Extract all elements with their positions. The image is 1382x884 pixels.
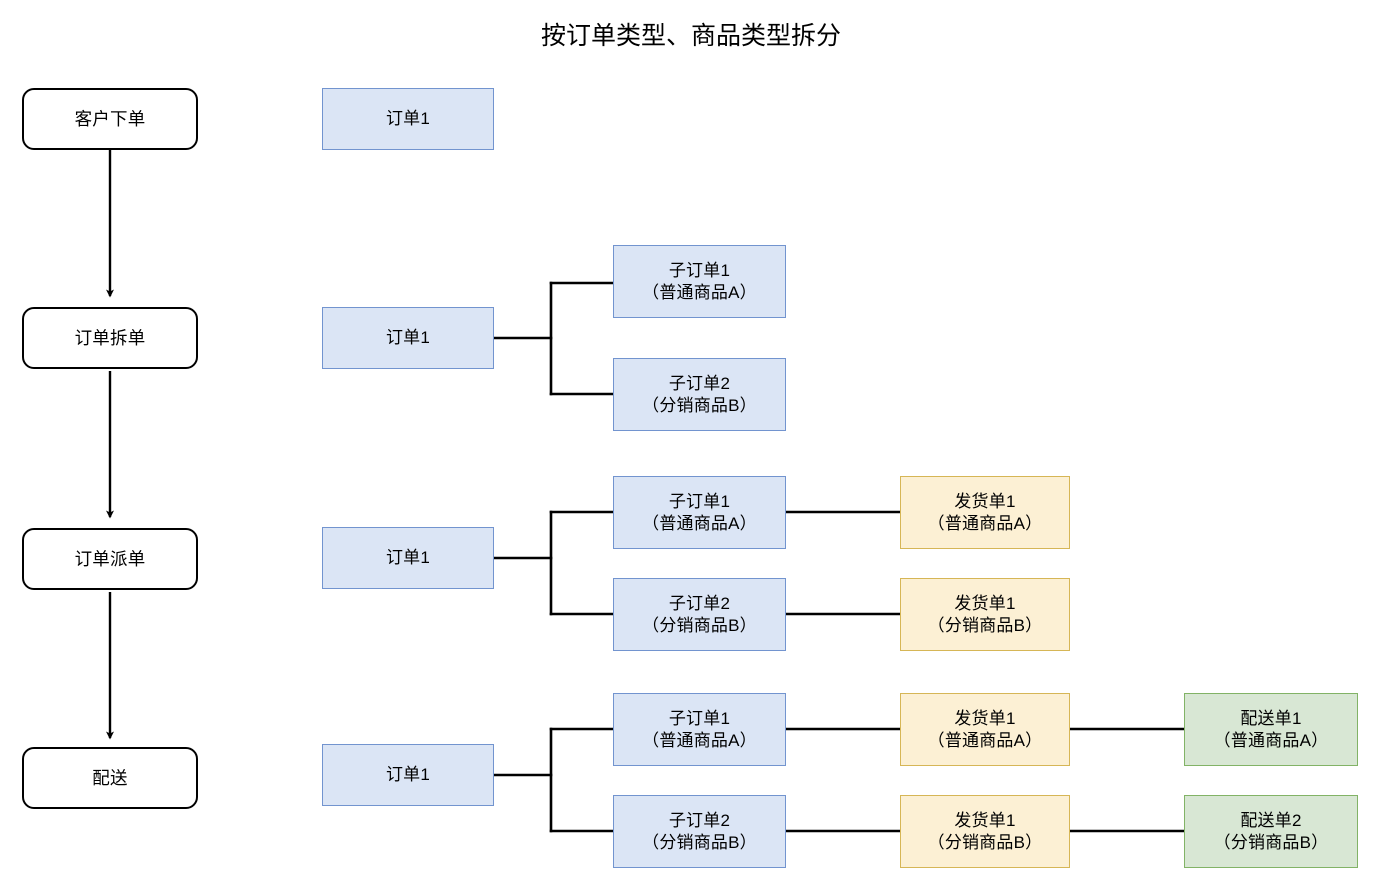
sub-order-subtitle: （普通商品A）: [642, 282, 757, 302]
delivery-subtitle: （分销商品B）: [1213, 832, 1329, 852]
sub-order-title: 子订单2: [668, 593, 731, 613]
order-node-row3[interactable]: 订单1: [322, 527, 494, 589]
stage-node-order-split[interactable]: 订单拆单: [22, 307, 198, 369]
shipment-title: 发货单1: [954, 491, 1016, 511]
order-label: 订单1: [385, 328, 431, 348]
order-node-row1[interactable]: 订单1: [322, 88, 494, 150]
page-title: 按订单类型、商品类型拆分: [540, 22, 841, 50]
sub-order-node-row4-2[interactable]: 子订单2 （分销商品B）: [613, 795, 786, 868]
sub-order-title: 子订单2: [668, 810, 731, 830]
sub-order-title: 子订单1: [668, 260, 731, 280]
shipment-title: 发货单1: [954, 810, 1016, 830]
connector-row2: [492, 281, 615, 396]
order-label: 订单1: [385, 109, 431, 129]
order-label: 订单1: [385, 548, 431, 568]
delivery-title: 配送单1: [1240, 708, 1302, 728]
sub-order-title: 子订单2: [668, 373, 731, 393]
sub-order-node-row3-1[interactable]: 子订单1 （普通商品A）: [613, 476, 786, 549]
stage-label: 客户下单: [74, 108, 146, 129]
stage-label: 订单拆单: [74, 327, 146, 348]
sub-order-subtitle: （分销商品B）: [642, 395, 757, 415]
shipment-subtitle: （普通商品A）: [927, 513, 1043, 533]
stage-node-delivery[interactable]: 配送: [22, 747, 198, 809]
shipment-node-row4-2[interactable]: 发货单1 （分销商品B）: [900, 795, 1070, 868]
sub-order-node-row3-2[interactable]: 子订单2 （分销商品B）: [613, 578, 786, 651]
shipment-node-row4-1[interactable]: 发货单1 （普通商品A）: [900, 693, 1070, 766]
stage-node-order-dispatch[interactable]: 订单派单: [22, 528, 198, 590]
shipment-title: 发货单1: [954, 593, 1016, 613]
delivery-subtitle: （普通商品A）: [1213, 730, 1329, 750]
sub-order-subtitle: （普通商品A）: [642, 730, 757, 750]
delivery-node-row4-2[interactable]: 配送单2 （分销商品B）: [1184, 795, 1358, 868]
shipment-subtitle: （分销商品B）: [927, 615, 1043, 635]
sub-order-node-row2-1[interactable]: 子订单1 （普通商品A）: [613, 245, 786, 318]
shipment-title: 发货单1: [954, 708, 1016, 728]
stage-node-customer-order[interactable]: 客户下单: [22, 88, 198, 150]
delivery-title: 配送单2: [1240, 810, 1302, 830]
shipment-subtitle: （分销商品B）: [927, 832, 1043, 852]
sub-order-subtitle: （分销商品B）: [642, 832, 757, 852]
stage-label: 订单派单: [74, 548, 146, 569]
shipment-node-row3-2[interactable]: 发货单1 （分销商品B）: [900, 578, 1070, 651]
stage-label: 配送: [92, 767, 128, 788]
sub-order-node-row2-2[interactable]: 子订单2 （分销商品B）: [613, 358, 786, 431]
sub-order-title: 子订单1: [668, 708, 731, 728]
order-node-row2[interactable]: 订单1: [322, 307, 494, 369]
delivery-node-row4-1[interactable]: 配送单1 （普通商品A）: [1184, 693, 1358, 766]
sub-order-subtitle: （普通商品A）: [642, 513, 757, 533]
sub-order-title: 子订单1: [668, 491, 731, 511]
connector-row4: [492, 727, 1186, 833]
shipment-subtitle: （普通商品A）: [927, 730, 1043, 750]
shipment-node-row3-1[interactable]: 发货单1 （普通商品A）: [900, 476, 1070, 549]
sub-order-node-row4-1[interactable]: 子订单1 （普通商品A）: [613, 693, 786, 766]
order-node-row4[interactable]: 订单1: [322, 744, 494, 806]
sub-order-subtitle: （分销商品B）: [642, 615, 757, 635]
order-label: 订单1: [385, 765, 431, 785]
